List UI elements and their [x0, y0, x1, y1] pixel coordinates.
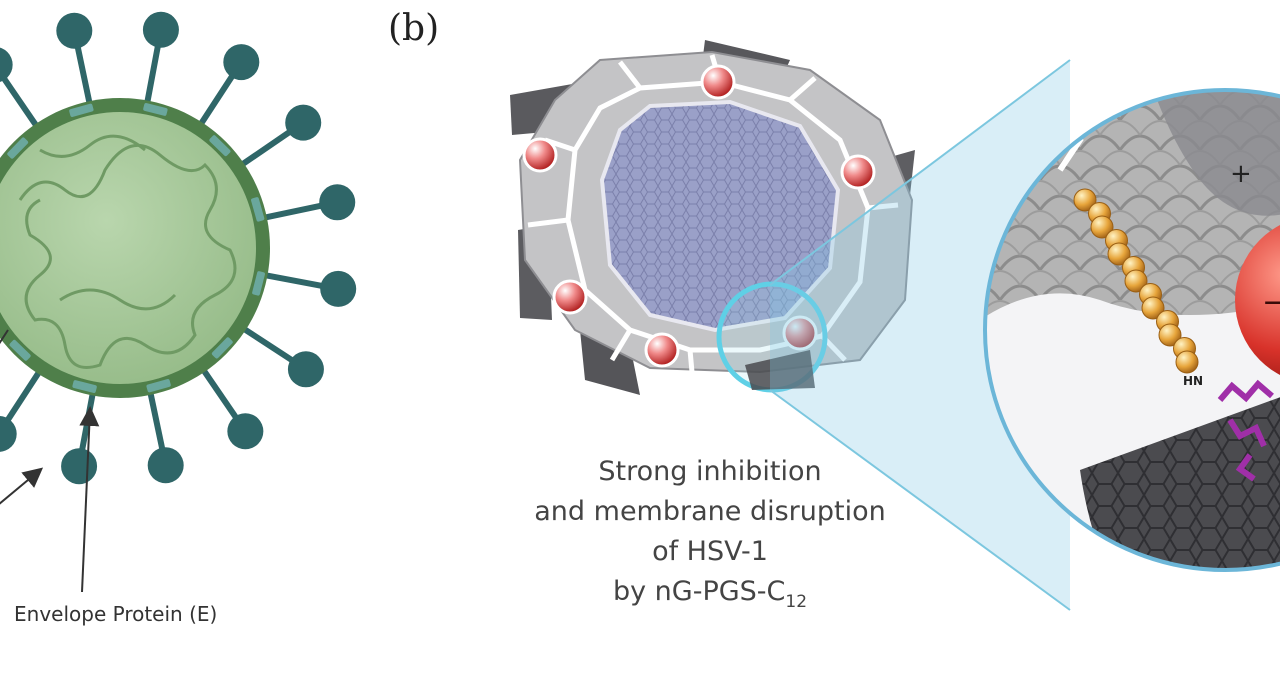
spike-stalk [262, 206, 321, 218]
spike-stalk [263, 275, 322, 286]
spike-stalk [241, 327, 291, 360]
spike-stalk [199, 76, 232, 126]
spike-head [143, 12, 179, 48]
panel-label: (b) [388, 8, 439, 49]
caption-subscript: 12 [785, 592, 807, 612]
spike-head [227, 413, 263, 449]
spike-stalk [150, 390, 162, 449]
amine-label: HN [1183, 374, 1203, 388]
panel-caption: Strong inhibition and membrane disruptio… [500, 452, 920, 622]
spike-stalk [147, 47, 158, 106]
bead [842, 156, 874, 188]
minus-charge: − [1262, 285, 1280, 320]
spike-head [148, 447, 184, 483]
bead [554, 281, 586, 313]
spike-stalk [78, 47, 90, 106]
spike-pointer-arrow [0, 470, 40, 510]
bead [702, 66, 734, 98]
spike-stalk [202, 368, 236, 418]
spike-head [0, 47, 13, 83]
envelope-protein-label: Envelope Protein (E) [14, 602, 217, 626]
spike-head [319, 184, 355, 220]
spike-head [285, 105, 321, 141]
chain-atom [1176, 351, 1198, 373]
spike-head [56, 13, 92, 49]
spike-stalk [4, 79, 38, 129]
caption-line4-text: by nG-PGS-C [613, 576, 785, 607]
caption-line: and membrane disruption [500, 492, 920, 532]
spike-head [0, 416, 17, 452]
bead [524, 139, 556, 171]
bead [646, 334, 678, 366]
caption-line: of HSV-1 [500, 532, 920, 572]
spike-head [288, 351, 324, 387]
spike-stalk [240, 132, 290, 166]
spike-head [223, 44, 259, 80]
spike-head [61, 448, 97, 484]
spike-head [320, 271, 356, 307]
caption-line: by nG-PGS-C12 [500, 572, 920, 622]
plus-charge: + [1230, 159, 1252, 189]
spike-stalk [8, 369, 41, 419]
caption-line: Strong inhibition [500, 452, 920, 492]
virus-diagram [0, 12, 356, 592]
